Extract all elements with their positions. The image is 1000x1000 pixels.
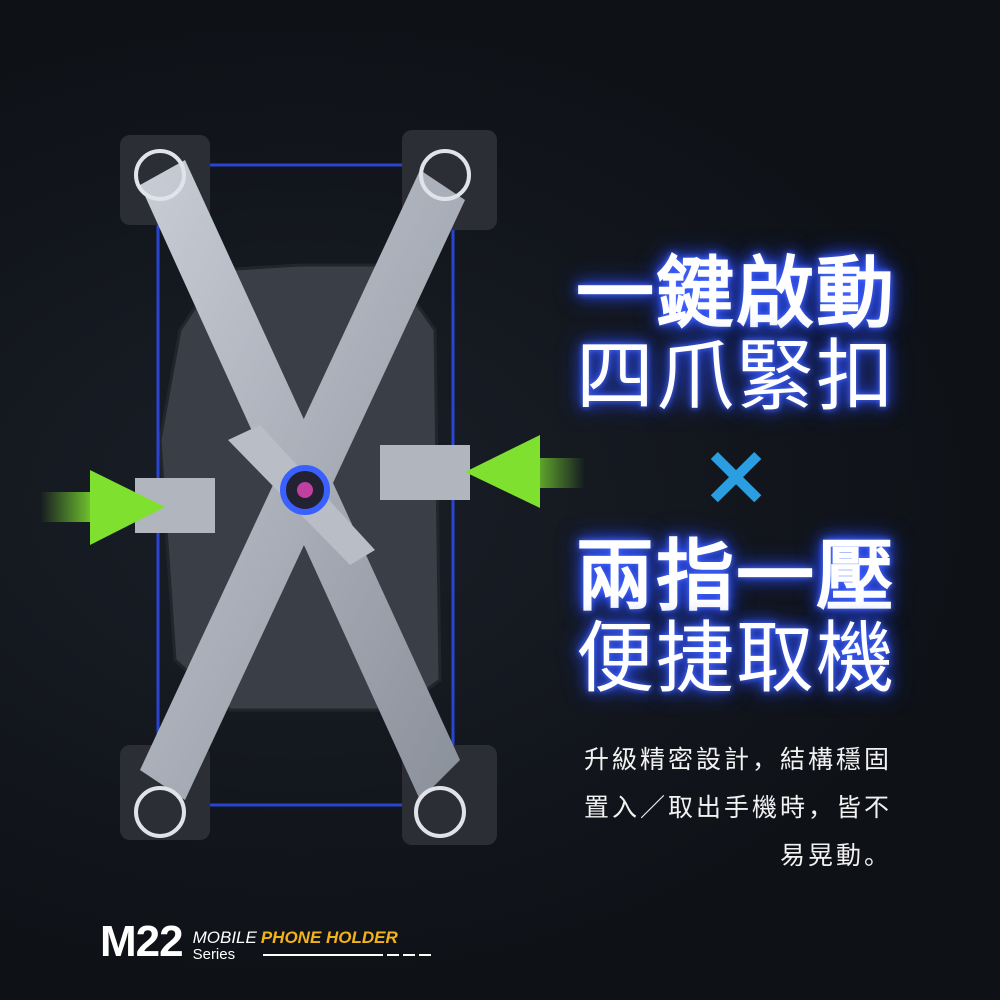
- description-line-2: 置入／取出手機時，皆不: [583, 793, 892, 822]
- headline-line-2: 四爪緊扣: [575, 332, 896, 422]
- divider: [263, 954, 384, 956]
- model-name: M22: [100, 917, 184, 966]
- cross-icon: ×: [700, 425, 773, 525]
- headline-line-1: 一鍵啟動: [575, 249, 896, 339]
- mobile-label: MOBILE: [192, 928, 257, 947]
- description: 升級精密設計，結構穩固 置入／取出手機時，皆不 易晃動。: [552, 736, 892, 880]
- product-label: PHONE HOLDER: [260, 928, 398, 947]
- arrow-right-icon: [40, 470, 165, 545]
- headline-line-4: 便捷取機: [575, 614, 896, 704]
- series-label: Series: [192, 946, 236, 963]
- description-line-3: 易晃動。: [779, 841, 892, 870]
- arrow-left-icon: [465, 435, 585, 508]
- headline-line-3: 兩指一壓: [575, 532, 896, 622]
- description-line-1: 升級精密設計，結構穩固: [583, 745, 892, 774]
